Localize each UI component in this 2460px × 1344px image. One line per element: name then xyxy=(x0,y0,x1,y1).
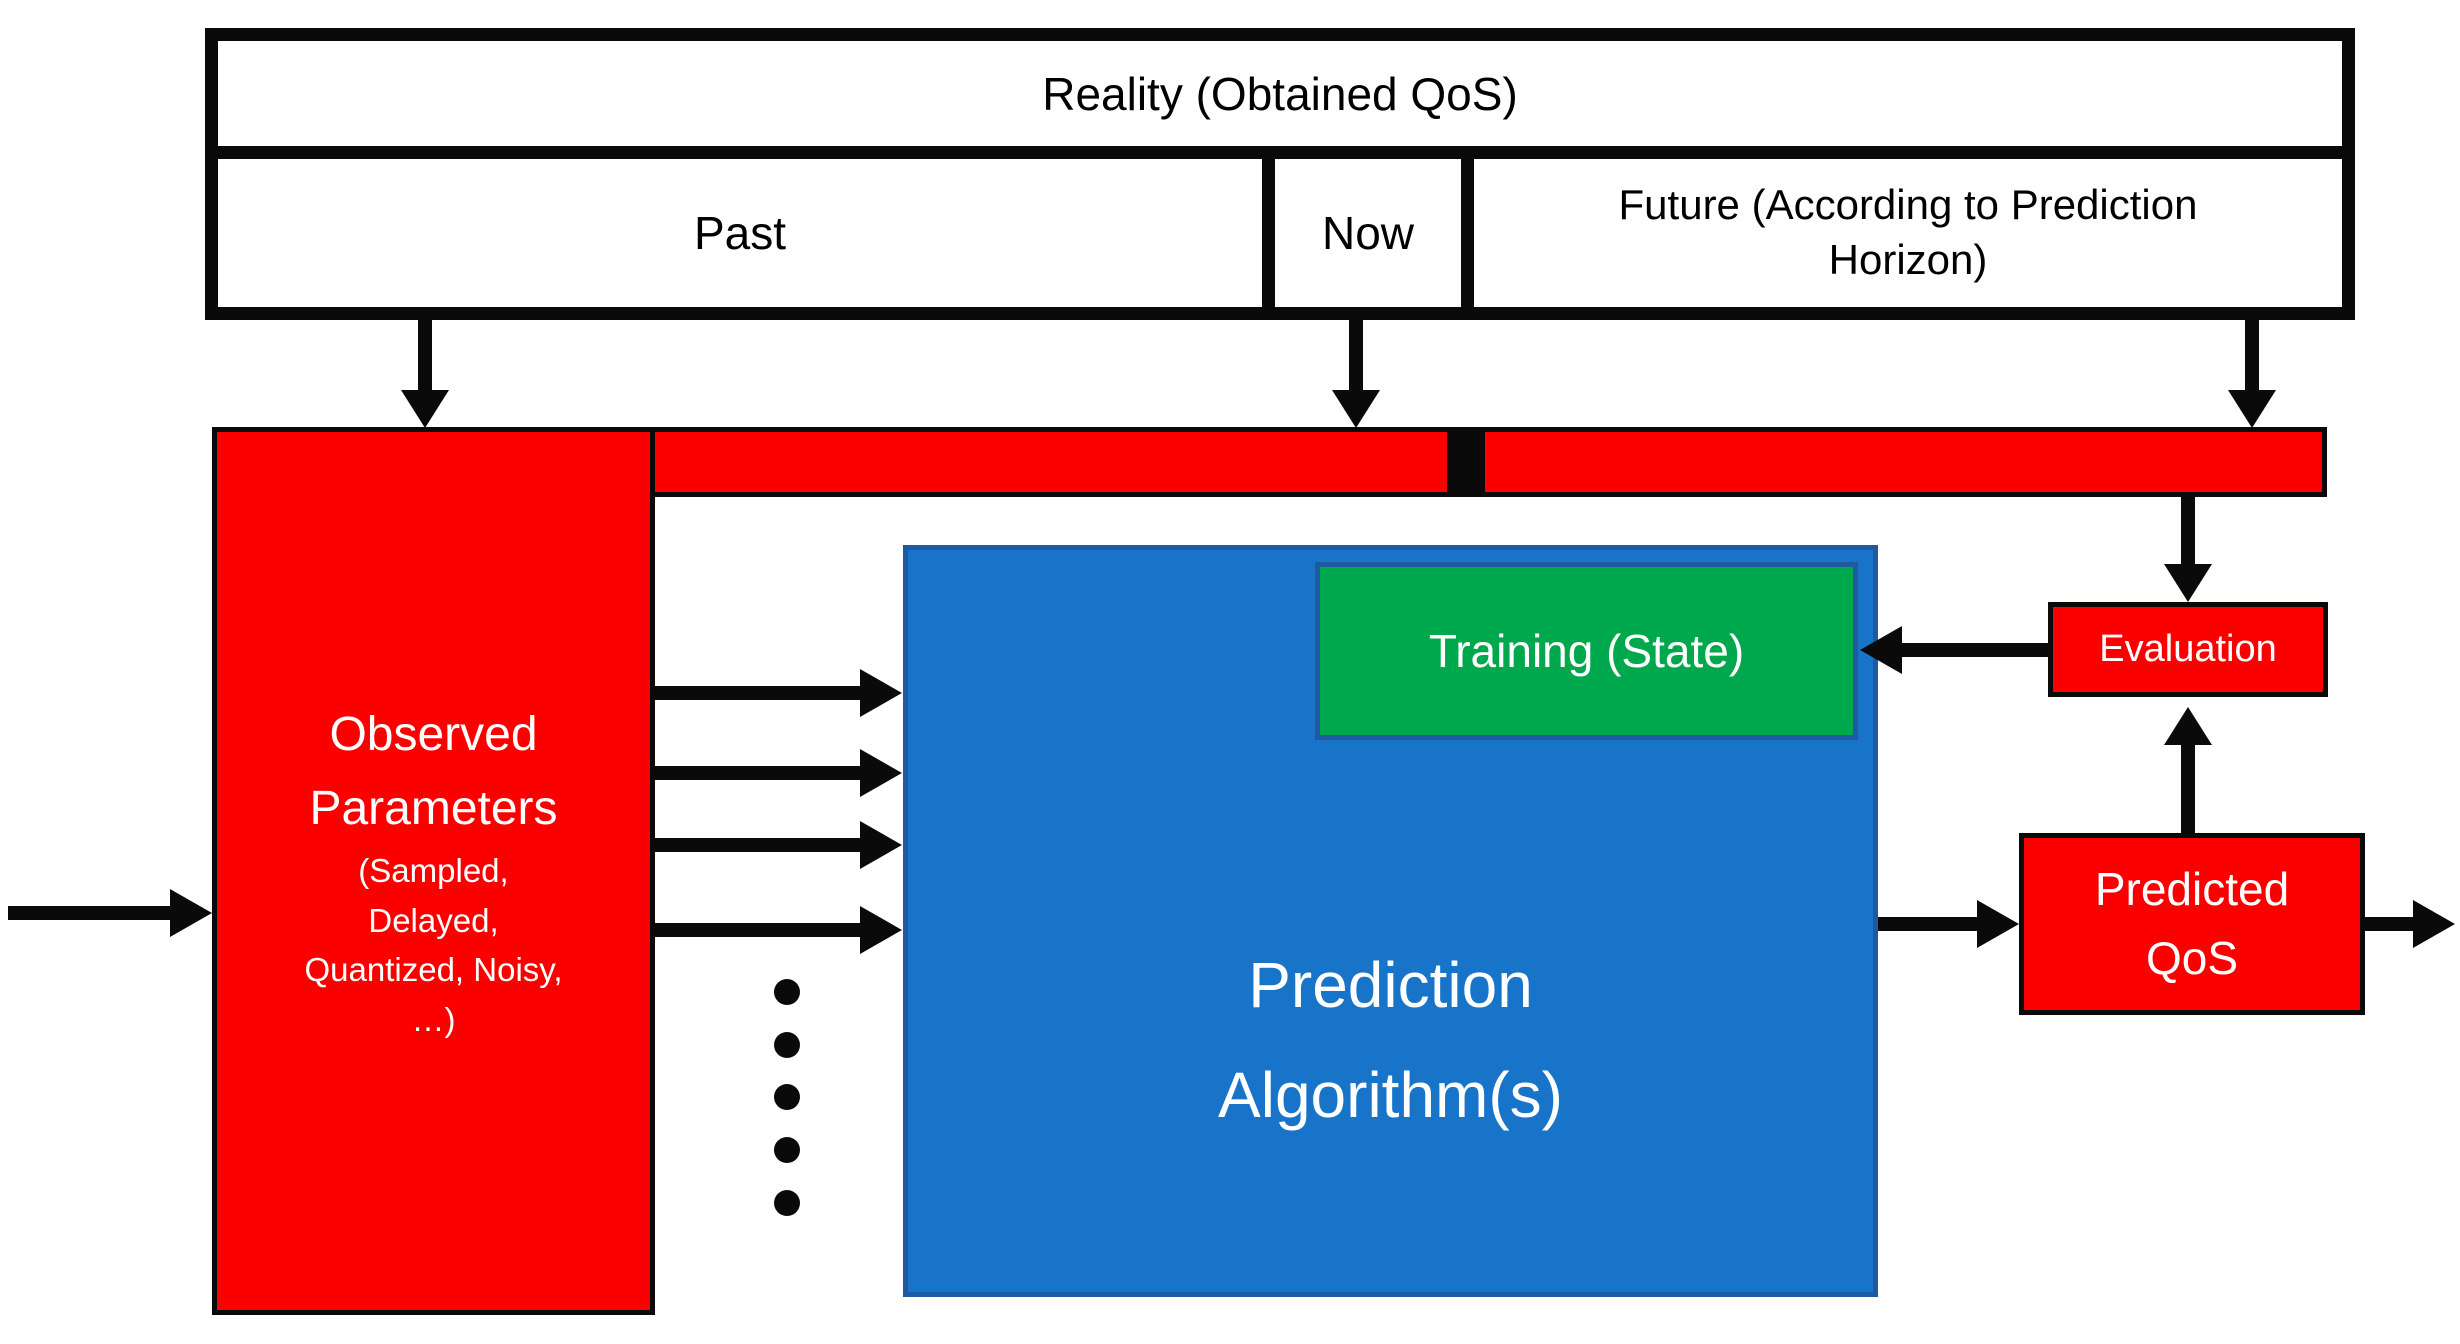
ellipsis-dot xyxy=(774,1032,800,1058)
arrow-predictedqos-output-stem xyxy=(2365,917,2415,931)
predicted-qos-line2: QoS xyxy=(2145,932,2239,984)
prediction-algorithm-line1: Prediction xyxy=(1248,949,1533,1021)
arrow-predictedqos-to-evaluation-stem xyxy=(2181,743,2195,833)
prediction-algorithm-label: Prediction Algorithm(s) xyxy=(908,930,1873,1150)
ellipsis-dot xyxy=(774,1190,800,1216)
prediction-algorithm-line2: Algorithm(s) xyxy=(1218,1059,1563,1132)
observed-parameters-title-line1: Observed xyxy=(329,707,538,761)
input-arrow-stem xyxy=(8,906,172,920)
timeline-row: Past Now Future (According to Prediction… xyxy=(218,159,2342,307)
arrow-future-to-bar-head-icon xyxy=(2228,390,2276,428)
observed-parameters-title-line2: Parameters xyxy=(309,782,558,835)
evaluation-box: Evaluation xyxy=(2048,602,2328,697)
observation-bar-now-divider xyxy=(1452,427,1480,497)
arrow-future-to-bar-stem xyxy=(2245,320,2259,396)
timeline-cell-now: Now xyxy=(1275,159,1474,307)
observed-parameters-detail-line: …) xyxy=(411,1000,456,1038)
arrow-observed-to-prediction-2-head-icon xyxy=(860,749,902,797)
timeline-future-label: Future (According to Prediction Horizon) xyxy=(1618,181,2198,283)
arrow-predictedqos-output-head-icon xyxy=(2413,900,2455,948)
arrow-observed-to-prediction-1-head-icon xyxy=(860,669,902,717)
arrow-observed-to-prediction-3-stem xyxy=(655,838,862,852)
observed-parameters-detail-line: Quantized, Noisy, xyxy=(304,951,563,989)
timeline-cell-past: Past xyxy=(218,159,1275,307)
observation-bar-right-segment xyxy=(1480,427,2327,497)
arrow-now-to-bar-stem xyxy=(1349,320,1363,396)
training-state-box: Training (State) xyxy=(1315,562,1858,740)
ellipsis-dot xyxy=(774,1084,800,1110)
arrow-bar-to-evaluation-head-icon xyxy=(2164,564,2212,602)
observed-parameters-detail-line: (Sampled, xyxy=(358,852,509,890)
arrow-now-to-bar-head-icon xyxy=(1332,390,1380,428)
arrow-observed-to-prediction-4-head-icon xyxy=(860,906,902,954)
arrow-evaluation-to-training-stem xyxy=(1900,643,2048,657)
ellipsis-dot xyxy=(774,1137,800,1163)
ellipsis-dot xyxy=(774,979,800,1005)
arrow-observed-to-prediction-3-head-icon xyxy=(860,821,902,869)
reality-header: Reality (Obtained QoS) xyxy=(218,41,2342,159)
evaluation-label: Evaluation xyxy=(2099,628,2277,670)
arrow-prediction-to-predictedqos-stem xyxy=(1878,917,1979,931)
timeline-cell-future: Future (According to Prediction Horizon) xyxy=(1474,159,2342,307)
arrow-evaluation-to-training-head-icon xyxy=(1860,626,1902,674)
arrow-observed-to-prediction-2-stem xyxy=(655,766,862,780)
observation-bar-left-segment xyxy=(650,427,1452,497)
arrow-observed-to-prediction-1-stem xyxy=(655,686,862,700)
observed-parameters-detail-line: Delayed, xyxy=(368,901,499,939)
arrow-observed-to-prediction-4-stem xyxy=(655,923,862,937)
arrow-past-to-bar-head-icon xyxy=(401,390,449,428)
input-arrow-head-icon xyxy=(170,889,212,937)
predicted-qos-box: Predicted QoS xyxy=(2019,833,2365,1015)
observed-parameters-box: Observed Parameters (Sampled, Delayed, Q… xyxy=(212,427,655,1315)
arrow-past-to-bar-stem xyxy=(418,320,432,396)
training-state-label: Training (State) xyxy=(1428,625,1745,677)
arrow-bar-to-evaluation-stem xyxy=(2181,497,2195,567)
timeline-table: Reality (Obtained QoS) Past Now Future (… xyxy=(205,28,2355,320)
arrow-predictedqos-to-evaluation-head-icon xyxy=(2164,707,2212,745)
arrow-prediction-to-predictedqos-head-icon xyxy=(1977,900,2019,948)
predicted-qos-line1: Predicted xyxy=(2094,863,2290,915)
